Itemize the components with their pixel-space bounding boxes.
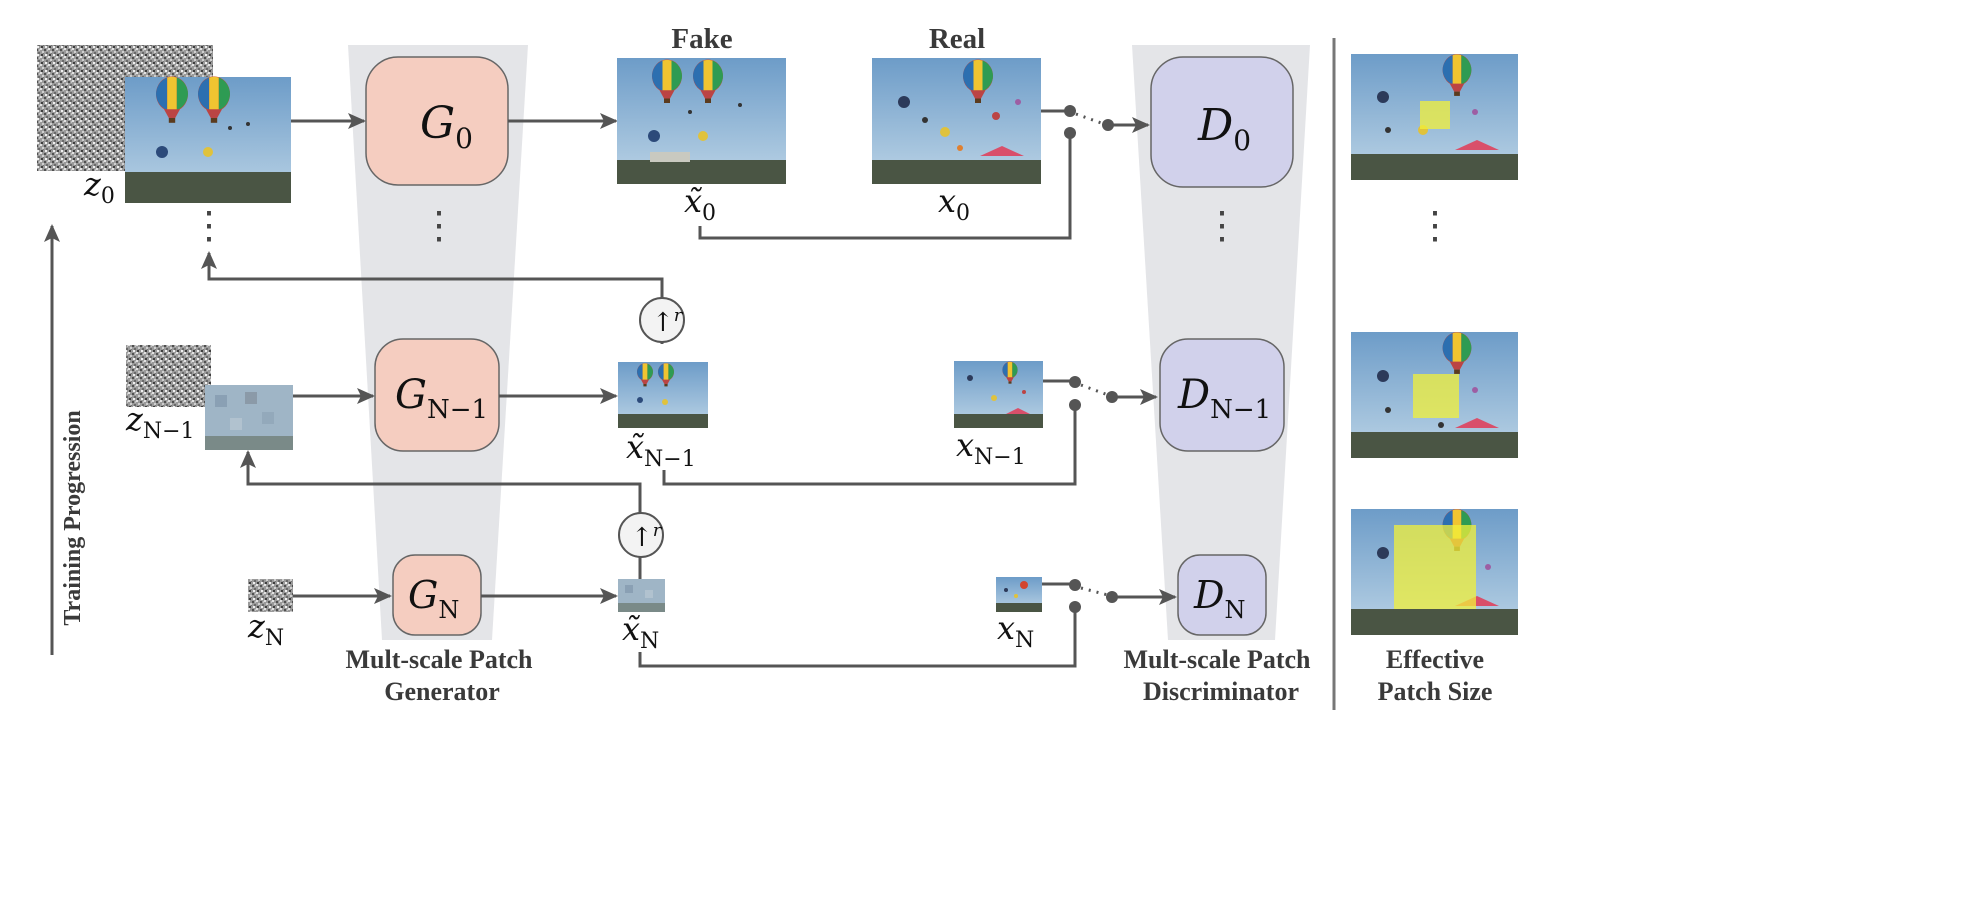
patch-image-scale-N [1351, 509, 1518, 635]
generator-caption-line2: Generator [384, 677, 500, 706]
patch-image-scale-0 [1351, 54, 1518, 180]
real-image-scale-N-1 [954, 361, 1043, 428]
ellipsis-discriminators: ⋮ [1203, 205, 1241, 247]
upsample-label-2: ↑r [631, 520, 663, 553]
fake-image-scale-0 [617, 58, 786, 184]
fake-image-scale-N-1 [618, 362, 708, 428]
discriminator-node-dN-1 [1159, 338, 1285, 452]
generator-label-g0: G0 [420, 98, 473, 155]
real-label-x0: x0 [938, 182, 970, 226]
discriminator-label-d0: D0 [1197, 100, 1251, 157]
noise-image-zN [248, 579, 293, 612]
ellipsis-patches: ⋮ [1416, 205, 1454, 247]
fake-label-x0: x̃0 [684, 182, 716, 226]
real-label-xN-1: xN−1 [956, 426, 1026, 470]
effective-patch-caption-line2: Patch Size [1378, 677, 1493, 706]
fake-header: Fake [671, 23, 732, 55]
fake-label-xN-1: x̃N−1 [626, 428, 696, 472]
upsample-label-1: ↑r [652, 305, 684, 338]
effective-patch-medium [1413, 374, 1459, 418]
effective-patch-caption-line1: Effective [1386, 645, 1484, 674]
noise-label-zN-1: zN−1 [125, 400, 195, 444]
real-image-scale-N [996, 577, 1042, 612]
discriminator-node-dN [1177, 554, 1267, 636]
upsample-node-2 [618, 512, 664, 558]
fake-label-xN: x̃N [622, 610, 659, 654]
patch-image-scale-N-1 [1351, 332, 1518, 458]
generator-label-gN: GN [408, 573, 459, 624]
real-label-xN: xN [997, 609, 1034, 653]
ellipsis-inputs: ⋮ [190, 205, 228, 247]
discriminator-caption-line1: Mult-scale Patch [1123, 645, 1311, 674]
fake-image-scale-N [618, 579, 665, 612]
generator-label-gN-1: GN−1 [395, 372, 488, 425]
effective-patch-large [1394, 525, 1476, 609]
input-image-scale-N-1 [205, 385, 293, 450]
input-image-scale-0 [125, 76, 291, 203]
noise-label-zN: zN [247, 607, 284, 651]
real-header: Real [929, 23, 985, 55]
noise-label-z0: z0 [83, 165, 115, 209]
discriminator-caption-line2: Discriminator [1143, 677, 1299, 706]
upsample-node-1 [639, 297, 685, 343]
noise-image-zN-1 [126, 345, 211, 407]
discriminator-node-d0 [1150, 56, 1294, 188]
discriminator-label-dN: DN [1193, 573, 1245, 624]
generator-caption-line1: Mult-scale Patch [345, 645, 533, 674]
effective-patch-small [1420, 101, 1450, 129]
real-image-scale-0 [872, 58, 1041, 184]
ellipsis-generators: ⋮ [420, 205, 458, 247]
discriminator-label-dN-1: DN−1 [1177, 372, 1271, 425]
training-progression-label: Training Progression [60, 410, 86, 625]
